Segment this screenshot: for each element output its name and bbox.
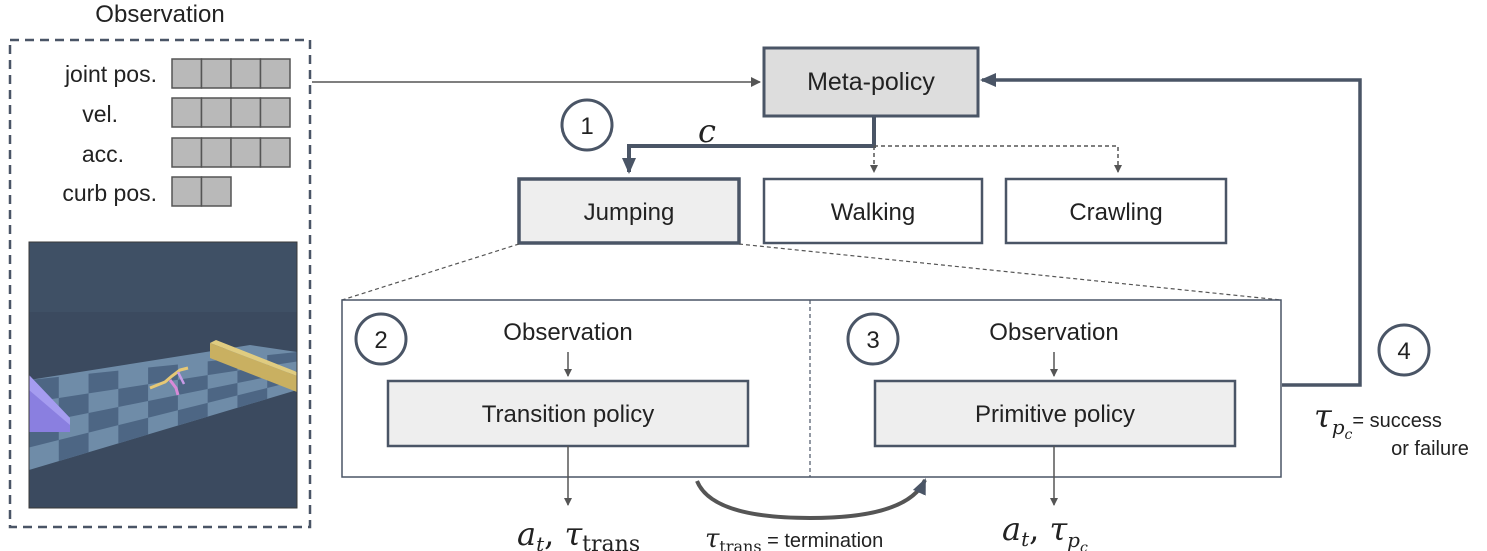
- termination-curve-arrow: [695, 478, 927, 521]
- feature-label-acc: acc.: [82, 141, 124, 167]
- primitive-policy-label: Primitive policy: [975, 401, 1135, 428]
- feature-label-vel: vel.: [82, 101, 118, 127]
- checker-tile: [118, 417, 149, 444]
- feature-cell: [200, 137, 232, 168]
- feature-label-curb-pos: curb pos.: [62, 180, 157, 206]
- transition-output-formula: at, τtrans: [517, 515, 640, 551]
- primitive-observation-label: Observation: [989, 319, 1118, 346]
- observation-panel-frame: [8, 38, 312, 529]
- step-4-circle: [1377, 323, 1431, 377]
- checker-tile: [88, 370, 119, 394]
- feature-cell: [171, 58, 203, 89]
- feature-cell: [230, 137, 262, 168]
- walking-label: Walking: [831, 199, 915, 226]
- checker-tile: [148, 364, 178, 385]
- meta-policy-box: [762, 46, 980, 118]
- checker-tile: [118, 384, 149, 407]
- step-1-circle: [560, 98, 614, 152]
- meta-policy-label: Meta-policy: [807, 68, 935, 96]
- termination-label: τtrans = termination: [705, 524, 883, 551]
- walking-box: [762, 177, 984, 245]
- zoom-line-right: [738, 243, 1282, 301]
- crawling-label: Crawling: [1069, 199, 1162, 226]
- jumping-box: [517, 177, 741, 245]
- feature-cells: [171, 58, 291, 207]
- zoom-line-left: [341, 243, 520, 301]
- checker-tile: [207, 383, 238, 403]
- primitive-output-formula: at, τpc: [1002, 510, 1088, 551]
- checker-tile: [58, 432, 89, 462]
- step-3-circle: [846, 312, 900, 366]
- checker-tile: [58, 393, 89, 419]
- feature-rows: joint pos. vel. acc. curb pos.: [62, 58, 291, 207]
- step-1-label: 1: [580, 113, 593, 140]
- checker-tile: [88, 407, 119, 433]
- checker-tile: [267, 352, 297, 367]
- feature-cell: [259, 58, 291, 89]
- primitive-policy-box: [873, 379, 1237, 448]
- selection-arrow-jumping: [622, 116, 876, 174]
- feedback-line: [980, 73, 1362, 387]
- choice-symbol: c: [698, 112, 716, 150]
- observation-title: Observation: [95, 1, 224, 28]
- step-2-circle: [354, 312, 408, 366]
- simulation-scene-border: [28, 241, 298, 509]
- step-3-label: 3: [866, 327, 879, 354]
- feature-cell: [230, 97, 262, 128]
- simulation-scene-image: [29, 242, 297, 508]
- feature-label-joint-pos: joint pos.: [64, 61, 157, 87]
- feature-cell: [171, 97, 203, 128]
- transition-policy-label: Transition policy: [482, 401, 655, 428]
- transition-observation-label: Observation: [503, 319, 632, 346]
- jumping-label: Jumping: [584, 199, 675, 226]
- dashed-branch-crawling: [874, 145, 1122, 173]
- step-2-label: 2: [374, 327, 387, 354]
- feature-cell: [200, 97, 232, 128]
- feature-cell: [171, 176, 203, 207]
- checker-tile: [148, 395, 178, 418]
- feedback-formula: τpc= success: [1314, 397, 1442, 443]
- checker-tile: [177, 402, 208, 426]
- step-4-label: 4: [1397, 338, 1410, 365]
- feature-cell: [200, 176, 232, 207]
- feature-cell: [259, 137, 291, 168]
- feature-cell: [230, 58, 262, 89]
- checker-tile: [177, 375, 208, 395]
- feedback-line2: or failure: [1391, 438, 1469, 460]
- crawling-box: [1004, 177, 1228, 245]
- transition-policy-box: [386, 379, 750, 448]
- feature-cell: [171, 137, 203, 168]
- feature-cell: [200, 58, 232, 89]
- checker-tile: [237, 387, 268, 408]
- feature-cell: [259, 97, 291, 128]
